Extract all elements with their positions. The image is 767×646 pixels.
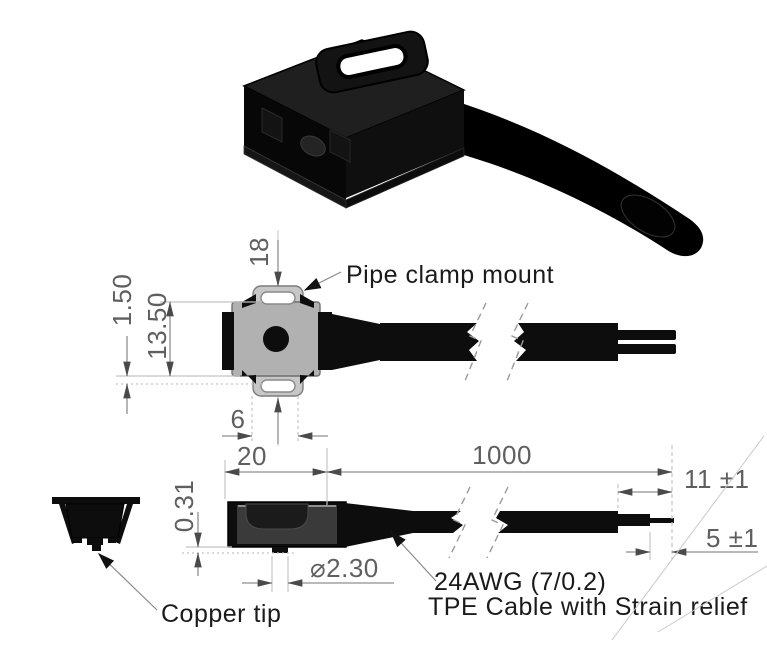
corner-mark-tr [300, 294, 314, 308]
cable-segment-2-top [514, 323, 618, 361]
sensor-cavity [245, 503, 309, 530]
construction-line-1 [611, 435, 765, 641]
tip-view-top-bar [52, 497, 140, 504]
dim-18-text: 18 [244, 237, 274, 267]
strain-relief-side-view [345, 503, 413, 547]
iso-side-notch [261, 107, 283, 143]
center-hole [263, 326, 289, 352]
side-view-black-parts [272, 503, 674, 553]
tip-view-body [65, 503, 125, 539]
tip-view-wing-right [115, 504, 133, 544]
cable-break-mark-2 [506, 302, 529, 382]
dim-11-text: 11 ±1 [684, 464, 749, 494]
iso-screw-detail [300, 135, 326, 157]
dim-031-text: 0.31 [169, 480, 199, 533]
tip-view-foot-right [108, 538, 116, 543]
copper-tip-leader [97, 553, 158, 611]
side-grip-right [318, 312, 332, 370]
iso-cable-ferrule [620, 194, 676, 238]
tip-view-nub [87, 538, 103, 545]
stripped-wire-side [616, 514, 650, 526]
clamp-slot-bottom [260, 379, 296, 393]
iso-clamp-clip [315, 30, 429, 94]
cable-spec-line2: TPE Cable with Strain relief [428, 593, 748, 621]
strain-relief-top-view [332, 314, 380, 370]
cable-break-mark-3 [448, 486, 471, 559]
iso-body-right-face [346, 90, 464, 198]
dim-5-text: 5 ±1 [706, 523, 758, 553]
cable-segment-1-side [413, 511, 463, 533]
pipe-clamp-mount-label: Pipe clamp mount [346, 261, 554, 289]
dim-1350-text: 13.50 [142, 292, 172, 360]
dim-dia-text: ⌀2.30 [310, 553, 379, 583]
cable-spec-line1: 24AWG (7/0.2) [434, 568, 606, 596]
dim-150-text: 1.50 [107, 274, 137, 327]
cable-segment-1-top [380, 323, 479, 361]
wire-top-a [616, 330, 676, 340]
cable-segment-2-side [496, 511, 618, 533]
corner-mark-br [300, 370, 314, 384]
iso-render-view [242, 30, 704, 257]
iso-side-notch-2 [329, 129, 351, 163]
top-view: 18 13.50 1.50 6 Pipe clamp mount [107, 230, 676, 446]
top-view-black-parts [222, 294, 676, 384]
iso-clip-slot [336, 44, 408, 79]
construction-line-2 [657, 565, 767, 633]
side-grip-left [222, 312, 234, 370]
tip-view-foot-left [74, 538, 82, 543]
copper-tip-label: Copper tip [161, 600, 281, 628]
bare-wire-side [650, 518, 674, 523]
wire-top-b [616, 344, 676, 354]
corner-mark-tl [242, 294, 256, 308]
dim-1000-text: 1000 [472, 440, 532, 470]
copper-tip-front-view [52, 497, 140, 551]
dim-6-text: 6 [231, 404, 246, 434]
dim-20-text: 20 [237, 441, 267, 471]
clamp-slot-top [260, 291, 296, 305]
tip-view-tip [92, 545, 101, 551]
side-view: Copper tip 20 1000 11 ±1 [52, 435, 767, 641]
copper-tip-side [272, 547, 288, 553]
corner-mark-bl [242, 370, 256, 384]
iso-flange-right [345, 147, 465, 209]
cable-break-mark-1 [464, 302, 487, 382]
pipe-clamp-leader [303, 271, 342, 291]
cable-break-mark-4 [486, 486, 509, 559]
cable-spec-leader [390, 530, 437, 582]
